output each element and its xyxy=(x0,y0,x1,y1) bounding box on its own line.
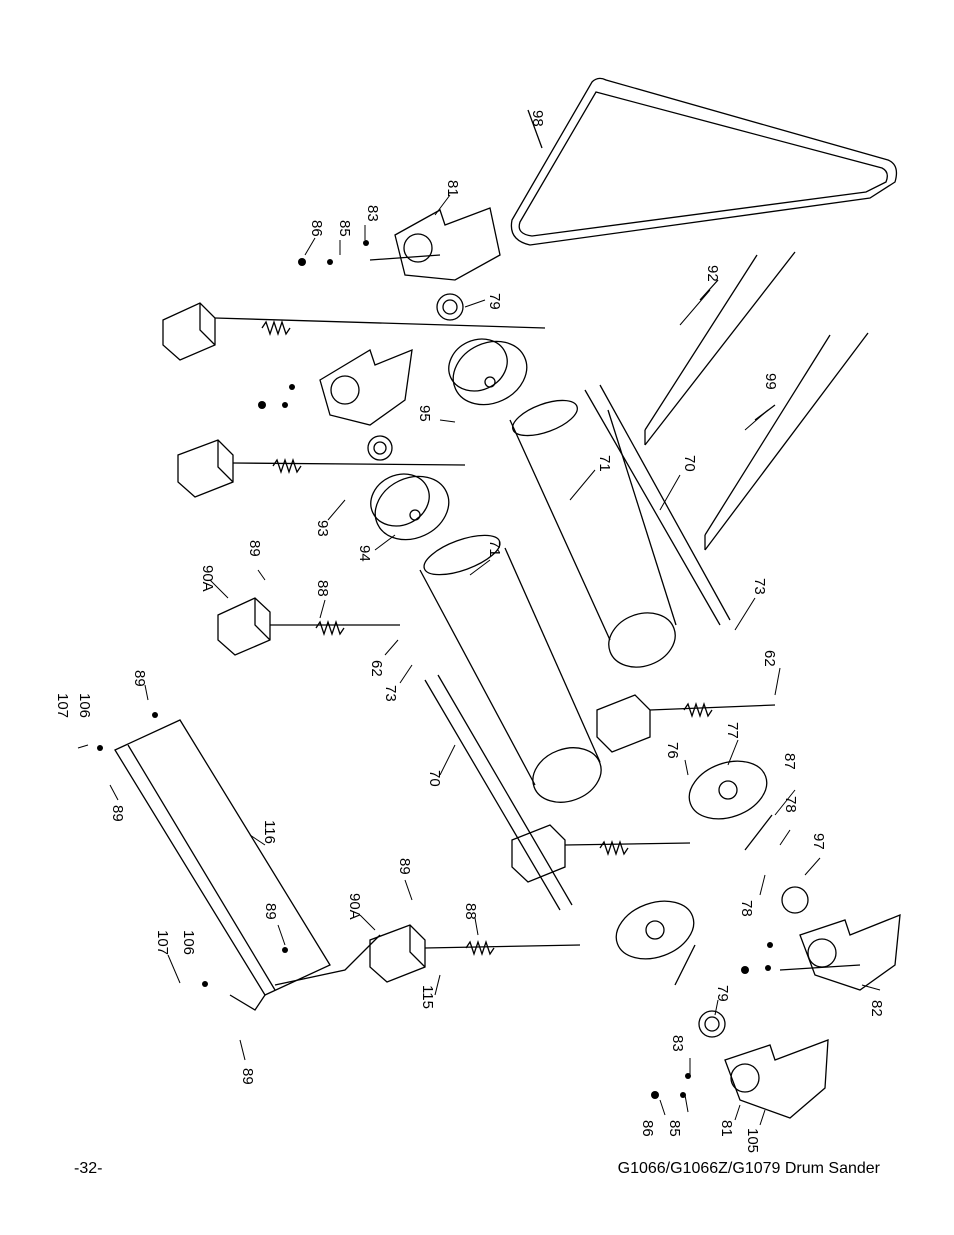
callout-89-guard-mid: 89 xyxy=(262,903,279,920)
pulley-94 xyxy=(370,473,450,541)
callout-83-lower: 83 xyxy=(669,1035,686,1052)
bearing-97 xyxy=(781,886,809,914)
callout-71-upper: 71 xyxy=(596,455,613,472)
callout-79: 79 xyxy=(486,293,503,310)
callout-87: 87 xyxy=(781,753,798,770)
callout-93: 93 xyxy=(314,520,331,537)
callout-85-lower: 85 xyxy=(666,1120,683,1137)
lower-drum-71 xyxy=(419,534,602,911)
callout-106-top: 106 xyxy=(76,693,93,718)
spring-87-upper xyxy=(744,814,773,851)
callout-81: 81 xyxy=(444,180,461,197)
bearing-upper-mid xyxy=(367,435,393,461)
callout-86-lower: 86 xyxy=(639,1120,656,1137)
callout-89-guard-left: 89 xyxy=(109,805,126,822)
spring-87-lower xyxy=(674,944,696,986)
upper-pulley xyxy=(448,338,528,406)
bearing-79-upper xyxy=(436,293,464,321)
callout-92: 92 xyxy=(704,265,721,282)
tension-block-90a-top2 xyxy=(177,439,466,498)
callout-90a-top: 90A xyxy=(199,565,216,592)
callout-116: 116 xyxy=(261,820,278,844)
callout-105: 105 xyxy=(744,1128,761,1153)
callout-95: 95 xyxy=(416,405,433,422)
callout-89-guard-top: 89 xyxy=(131,670,148,687)
callout-107-top: 107 xyxy=(54,693,71,718)
callout-81-lower: 81 xyxy=(718,1120,735,1137)
tension-block-90a-mid xyxy=(217,597,400,656)
callout-88-lower: 88 xyxy=(462,903,479,920)
callout-78-lower: 78 xyxy=(738,900,755,917)
belt-98 xyxy=(510,77,898,246)
sanding-strip-92 xyxy=(644,251,796,446)
callout-76: 76 xyxy=(664,742,681,759)
bracket-81-lower xyxy=(724,1039,829,1119)
callout-78-upper: 78 xyxy=(782,796,799,813)
spring-88 xyxy=(261,319,713,957)
tension-block-upper-drum xyxy=(596,694,776,753)
callout-82: 82 xyxy=(868,1000,885,1017)
bracket-81-upper xyxy=(369,207,501,281)
sanding-strip-99 xyxy=(704,332,869,551)
callout-86: 86 xyxy=(308,220,325,237)
bracket-mid xyxy=(319,348,413,426)
callout-97: 97 xyxy=(810,833,827,850)
callout-88-top: 88 xyxy=(314,580,331,597)
upper-drum-71 xyxy=(509,384,731,668)
callout-70-upper: 70 xyxy=(681,455,698,472)
callout-106-lower: 106 xyxy=(180,930,197,955)
callout-99: 99 xyxy=(762,373,779,390)
page-number: -32- xyxy=(74,1160,103,1177)
callout-62-left: 62 xyxy=(368,660,385,677)
callout-89-block: 89 xyxy=(396,858,413,875)
callout-73-right: 73 xyxy=(751,578,768,595)
document-title: G1066/G1066Z/G1079 Drum Sander xyxy=(617,1160,880,1177)
callout-71-lower: 71 xyxy=(486,540,503,557)
callout-107-lower: 107 xyxy=(154,930,171,955)
tension-block-90a-lower xyxy=(369,924,581,983)
callout-62-right: 62 xyxy=(761,650,778,667)
callout-79-lower: 79 xyxy=(714,985,731,1002)
eccentric-cam-77 xyxy=(615,760,768,960)
callout-77: 77 xyxy=(724,722,741,739)
callout-90a-lower: 90A xyxy=(346,893,363,920)
tension-block-90a-top1 xyxy=(162,302,546,361)
dust-guard-116 xyxy=(114,719,381,1011)
callout-98: 98 xyxy=(529,110,546,127)
bracket-82 xyxy=(779,913,901,991)
callout-89-guard-bottom: 89 xyxy=(239,1068,256,1085)
callout-85: 85 xyxy=(336,220,353,237)
callout-94: 94 xyxy=(356,545,373,562)
callout-83: 83 xyxy=(364,205,381,222)
callout-89-top: 89 xyxy=(246,540,263,557)
callout-73-left: 73 xyxy=(382,685,399,702)
callout-115: 115 xyxy=(419,985,436,1009)
callout-70-lower: 70 xyxy=(426,770,443,787)
tension-block-lower-drum xyxy=(511,824,691,883)
bearing-79-lower xyxy=(698,1010,726,1038)
